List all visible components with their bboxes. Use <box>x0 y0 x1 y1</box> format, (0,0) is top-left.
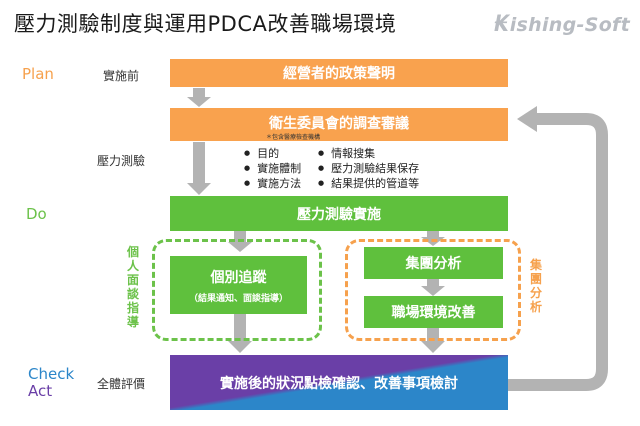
workplace-improvement-box-label: 職場環境改善 <box>391 305 476 321</box>
phase-do-label: Do <box>26 205 47 223</box>
phase-plan-label: Plan <box>22 65 54 83</box>
logo-mark: ₭ <box>494 12 510 37</box>
individual-followup-title: 個別追蹤 <box>210 270 267 286</box>
bullet-item: 目的 <box>244 146 301 161</box>
individual-followup-box: 個別追蹤 （結果通知、面談指導） <box>170 256 307 314</box>
bullet-list-right: 情報搜集 壓力測驗結果保存 結果提供的管道等 <box>318 146 419 191</box>
logo-text: ishing-Soft <box>509 14 630 36</box>
phase-act-label: Act <box>28 382 53 400</box>
bullet-list-left: 目的 實施體制 實施方法 <box>244 146 301 191</box>
arrow-policy-to-committee <box>187 88 211 107</box>
group-analysis-box-label: 集團分析 <box>405 256 462 272</box>
group-analysis-vertical-text: 集團分析 <box>529 258 542 314</box>
committee-box-label: 衛生委員會的調查審議 <box>269 116 409 132</box>
implementation-box: 壓力測驗實施 <box>170 196 508 231</box>
committee-box: 衛生委員會的調查審議 ＊包含醫療檢查機構 <box>170 108 508 141</box>
bullet-item: 實施方法 <box>244 176 301 191</box>
individual-guidance-vertical-label: 個人面談指導 <box>125 245 141 329</box>
check-act-box-label: 實施後的狀況點檢確認、改善事項檢討 <box>220 375 458 392</box>
individual-followup-group <box>152 239 322 341</box>
logo: ₭ishing-Soft <box>494 12 630 37</box>
bullet-item: 情報搜集 <box>318 146 419 161</box>
policy-box: 經營者的政策聲明 <box>170 59 508 87</box>
arrow-group-to-workplace <box>421 279 445 296</box>
bullet-item: 壓力測驗結果保存 <box>318 161 419 176</box>
bullet-item: 結果提供的管道等 <box>318 176 419 191</box>
bullet-item: 實施體制 <box>244 161 301 176</box>
feedback-loop-arrowhead <box>517 106 537 132</box>
arrow-followup-to-final <box>228 314 252 353</box>
individual-guidance-text: 個人面談指導 <box>126 245 139 329</box>
group-analysis-vertical-label: 集團分析 <box>528 258 544 314</box>
label-stress-test: 壓力測驗 <box>97 154 146 168</box>
policy-box-label: 經營者的政策聲明 <box>283 66 395 82</box>
page-title: 壓力測驗制度與運用PDCA改善職場環境 <box>14 12 397 36</box>
label-overall-eval: 全體評價 <box>97 377 146 391</box>
group-analysis-box: 集團分析 <box>364 247 503 279</box>
final-bar-background <box>170 355 508 410</box>
arrow-committee-to-implementation <box>187 142 211 195</box>
phase-check-label: Check <box>28 365 75 383</box>
implementation-box-label: 壓力測驗實施 <box>297 206 381 223</box>
check-act-box: 實施後的狀況點檢確認、改善事項檢討 <box>170 355 508 410</box>
label-before: 實施前 <box>103 69 140 83</box>
individual-followup-subtitle: （結果通知、面談指導） <box>188 294 288 304</box>
committee-box-note: ＊包含醫療檢查機構 <box>266 134 321 141</box>
group-analysis-group <box>345 239 521 341</box>
feedback-loop-arrow <box>508 113 608 391</box>
workplace-improvement-box: 職場環境改善 <box>364 296 503 328</box>
